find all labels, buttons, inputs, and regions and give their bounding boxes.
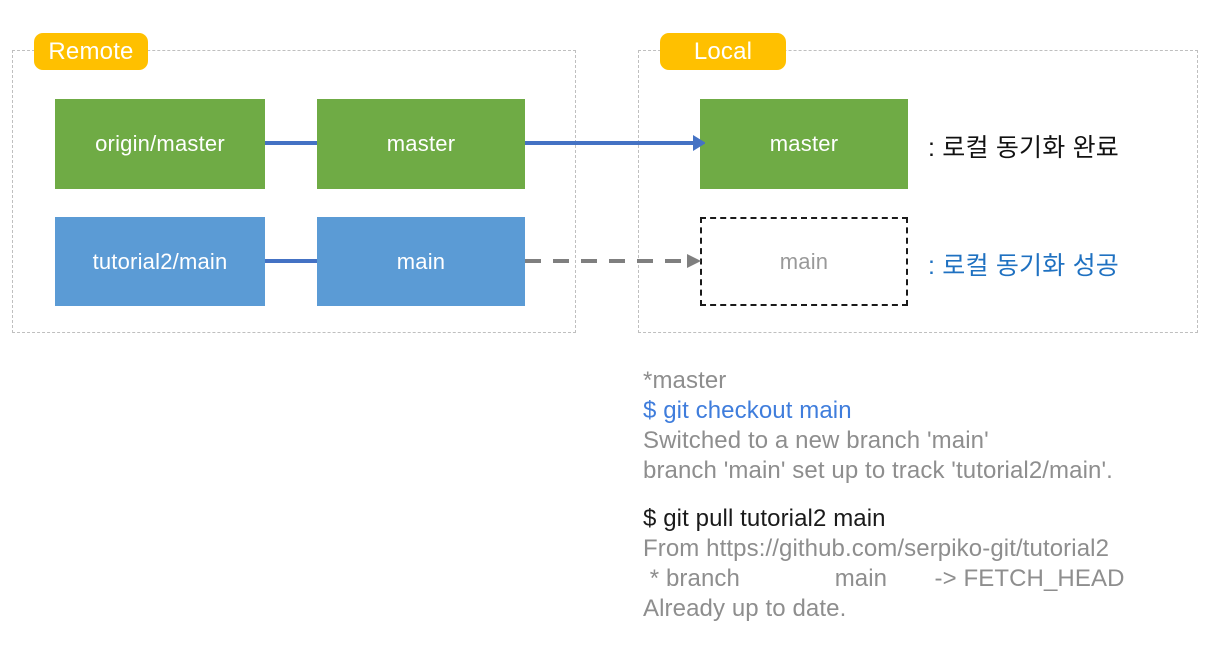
sync-arrow-master <box>525 135 705 151</box>
branch-box-local-main[interactable]: main <box>700 217 908 306</box>
remote-zone-label: Remote <box>34 33 148 70</box>
branch-box-label: master <box>769 131 839 156</box>
terminal-line: From https://github.com/serpiko-git/tuto… <box>643 535 1110 562</box>
terminal-line: $ git checkout main <box>643 397 852 424</box>
terminal-line: * branch main -> FETCH_HEAD <box>643 565 1125 592</box>
local-zone-container <box>638 50 1198 333</box>
terminal-line: *master <box>643 367 727 394</box>
terminal-line: $ git pull tutorial2 main <box>643 505 886 532</box>
branch-box-label: main <box>396 248 446 274</box>
terminal-line: Switched to a new branch 'main' <box>643 427 989 454</box>
branch-box-label: tutorial2/main <box>92 248 228 274</box>
branch-box-label: main <box>779 248 829 274</box>
local-zone-label: Local <box>660 33 786 70</box>
branch-box-remote-master[interactable]: master <box>317 99 525 189</box>
sync-arrow-main <box>525 254 701 268</box>
annotation-master-sync: : 로컬 동기화 완료 <box>928 134 1119 162</box>
branch-box-label: master <box>386 131 456 156</box>
terminal-line: branch 'main' set up to track 'tutorial2… <box>643 457 1113 484</box>
branch-box-origin-master[interactable]: origin/master <box>55 99 265 189</box>
terminal-line: Already up to date. <box>643 595 847 622</box>
remote-zone-container <box>12 50 576 333</box>
branch-box-remote-main[interactable]: main <box>317 217 525 306</box>
branch-box-tutorial2-main[interactable]: tutorial2/main <box>55 217 265 306</box>
branch-box-local-master[interactable]: master <box>700 99 908 189</box>
connector-tutorial2-main-to-main <box>265 259 317 263</box>
annotation-main-sync: : 로컬 동기화 성공 <box>928 252 1119 280</box>
terminal-line <box>643 486 1203 504</box>
branch-box-label: origin/master <box>95 131 225 156</box>
connector-origin-master-to-master <box>265 141 317 145</box>
